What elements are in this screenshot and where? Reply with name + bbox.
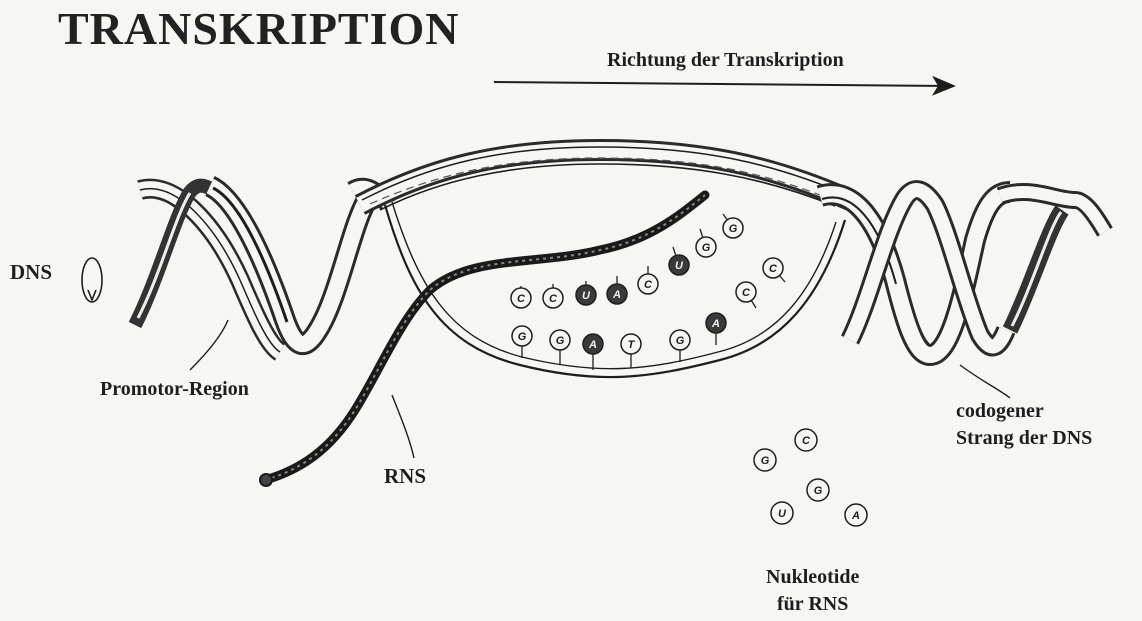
direction-arrow (494, 82, 952, 86)
nucleotide-letter: A (612, 289, 621, 301)
nukleotide-line-1: Nukleotide (766, 564, 859, 591)
nucleotide-a: A (706, 313, 726, 345)
nucleotide-letter: G (518, 331, 527, 343)
nucleotide-letter: G (814, 485, 823, 497)
nucleotide-letter: G (556, 335, 565, 347)
rotation-arrow-icon (82, 258, 102, 302)
nucleotide-a: A (845, 504, 867, 526)
codogen-strand-label: codogener Strang der DNS (956, 398, 1092, 452)
nucleotide-g: G (807, 479, 829, 501)
nucleotide-letter: A (851, 510, 860, 522)
nucleotide-letter: C (769, 263, 778, 275)
nucleotide-g: G (723, 214, 743, 238)
nucleotide-letter: C (517, 293, 526, 305)
nucleotide-letter: U (582, 290, 591, 302)
nucleotide-letter: U (675, 260, 684, 272)
nucleotide-g: G (550, 330, 570, 364)
nucleotide-letter: G (761, 455, 770, 467)
nucleotide-letter: A (588, 339, 597, 351)
nucleotide-c: C (638, 266, 658, 294)
codogen-line-1: codogener (956, 398, 1092, 425)
nucleotide-t: T (621, 334, 641, 368)
nucleotide-u: U (771, 502, 793, 524)
nucleotide-letter: G (702, 242, 711, 254)
right-helix (820, 190, 1105, 355)
nucleotide-a: A (607, 276, 627, 304)
nucleotide-letter: G (729, 223, 738, 235)
dns-label: DNS (10, 260, 52, 285)
rns-label: RNS (384, 464, 426, 489)
nucleotide-g: G (754, 449, 776, 471)
nucleotide-g: G (670, 330, 690, 362)
nukleotide-line-2: für RNS (766, 591, 859, 618)
nucleotide-u: U (669, 247, 689, 275)
free-nucleotides: C G G U A (754, 429, 867, 526)
nucleotide-c: C (795, 429, 817, 451)
nucleotide-u: U (576, 281, 596, 305)
left-helix (135, 186, 388, 352)
nucleotide-letter: C (802, 435, 811, 447)
nucleotide-c: C (763, 258, 785, 282)
nucleotide-letter: C (742, 287, 751, 299)
nucleotide-g: G (512, 326, 532, 358)
nucleotide-a: A (583, 334, 603, 370)
nucleotide-letter: C (644, 279, 653, 291)
nucleotide-letter: U (778, 508, 787, 520)
nucleotide-c: C (736, 282, 756, 308)
promotor-label: Promotor-Region (100, 378, 249, 401)
nucleotide-g: G (696, 229, 716, 257)
nukleotide-label: Nukleotide für RNS (766, 564, 859, 618)
nucleotide-letter: C (549, 293, 558, 305)
nucleotide-letter: G (676, 335, 685, 347)
nucleotide-c: C (543, 284, 563, 308)
codogen-line-2: Strang der DNS (956, 425, 1092, 452)
nucleotide-letter: A (711, 318, 720, 330)
direction-label: Richtung der Transkription (607, 49, 844, 72)
nucleotide-c: C (511, 286, 531, 308)
page-title: TRANSKRIPTION (58, 2, 460, 55)
